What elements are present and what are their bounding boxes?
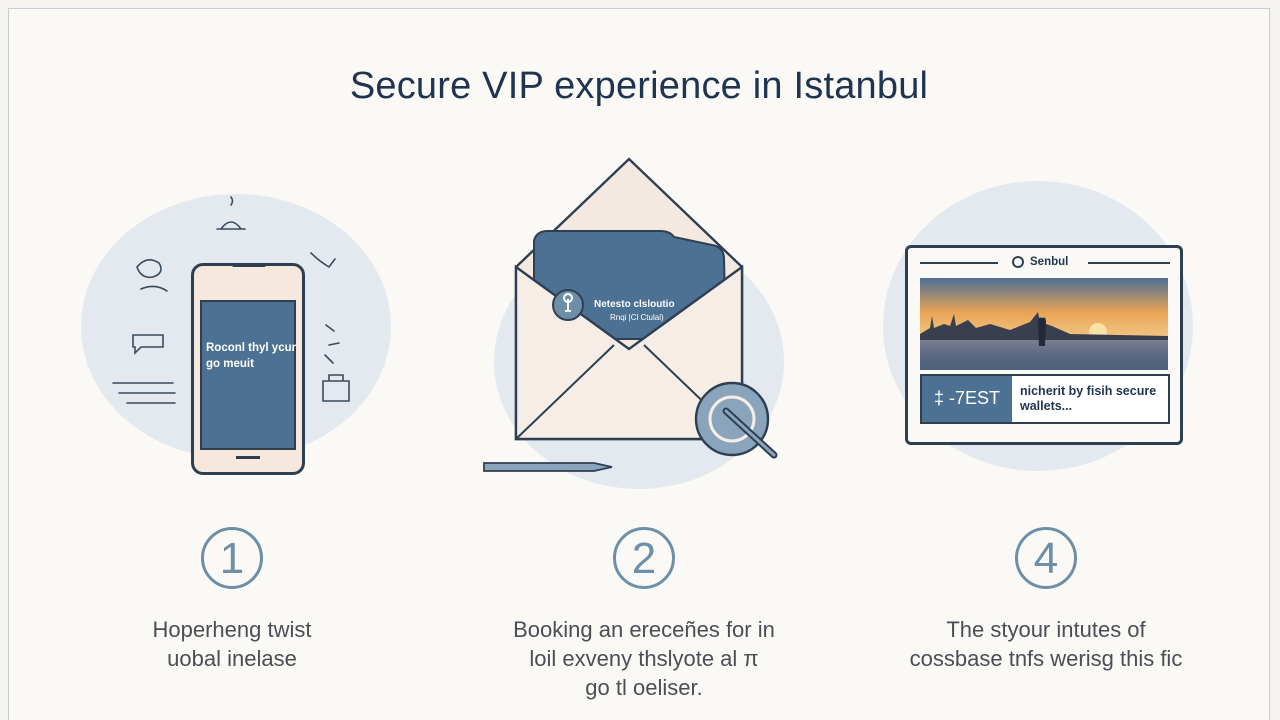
tablet-illustration: Senbul bbox=[871, 149, 1231, 499]
speed-lines-icon bbox=[112, 382, 176, 404]
ticket-card: ‡ -7EST nicherit by fisih secure wallets… bbox=[920, 374, 1170, 424]
caption-line: The styour intutes of bbox=[946, 617, 1146, 642]
signal-lines-icon bbox=[324, 324, 340, 364]
phone-decorations bbox=[112, 196, 350, 404]
caption-line: Booking an ereceñes for in bbox=[513, 617, 775, 642]
step-3-number: 4 bbox=[1015, 527, 1077, 589]
card-title: Netesto clsloutio bbox=[594, 299, 675, 310]
smartphone: Roconl thyl ycur go meuit bbox=[191, 263, 305, 475]
cap-icon bbox=[216, 221, 246, 230]
step-2-caption: Booking an ereceñes for in loil exveny t… bbox=[464, 615, 824, 702]
step-3-caption: The styour intutes of cossbase tnfs weri… bbox=[866, 615, 1226, 673]
plane-icon bbox=[310, 252, 336, 269]
cloud-icon bbox=[136, 259, 162, 279]
globe-icon bbox=[1012, 256, 1024, 268]
caption-line: uobal inelase bbox=[167, 646, 297, 671]
lock-icon bbox=[322, 374, 350, 402]
page-title: Secure VIP experience in Istanbul bbox=[349, 65, 929, 107]
sparkle-icon bbox=[230, 196, 234, 206]
chat-bubble-icon bbox=[132, 334, 164, 355]
step-2-number: 2 bbox=[613, 527, 675, 589]
envelope-illustration: Netesto clsloutio Rnqi |Cl Ctulal) bbox=[464, 149, 824, 499]
caption-line: go tl oeliser. bbox=[585, 675, 703, 700]
step-1-caption: Hoperheng twist uobal inelase bbox=[52, 615, 412, 673]
caption-line: Hoperheng twist bbox=[152, 617, 312, 642]
step-1-number: 1 bbox=[201, 527, 263, 589]
caption-line: loil exveny thslyote al π bbox=[529, 646, 759, 671]
infographic-frame: Secure VIP experience in Istanbul Roconl… bbox=[8, 8, 1270, 720]
pen-icon bbox=[483, 462, 613, 472]
ticket-code: ‡ -7EST bbox=[934, 388, 1001, 408]
card-subtitle: Rnqi |Cl Ctulal) bbox=[610, 313, 664, 322]
phone-screen: Roconl thyl ycur go meuit bbox=[200, 300, 296, 450]
istanbul-sunset-photo bbox=[920, 278, 1168, 370]
home-bar bbox=[236, 456, 260, 459]
phone-illustration: Roconl thyl ycur go meuit bbox=[71, 149, 431, 499]
caption-line: cossbase tnfs werisg this fic bbox=[909, 646, 1183, 671]
envelope-drawing bbox=[483, 157, 778, 472]
ticket-stub: ‡ -7EST bbox=[922, 376, 1012, 422]
phone-screen-text: Roconl thyl ycur go meuit bbox=[206, 342, 297, 370]
ticket-text: nicherit by fisih secure wallets... bbox=[1020, 384, 1157, 413]
tablet-title: Senbul bbox=[1030, 256, 1069, 268]
tablet-frame: Senbul bbox=[905, 245, 1183, 445]
phone-speaker bbox=[232, 263, 266, 267]
